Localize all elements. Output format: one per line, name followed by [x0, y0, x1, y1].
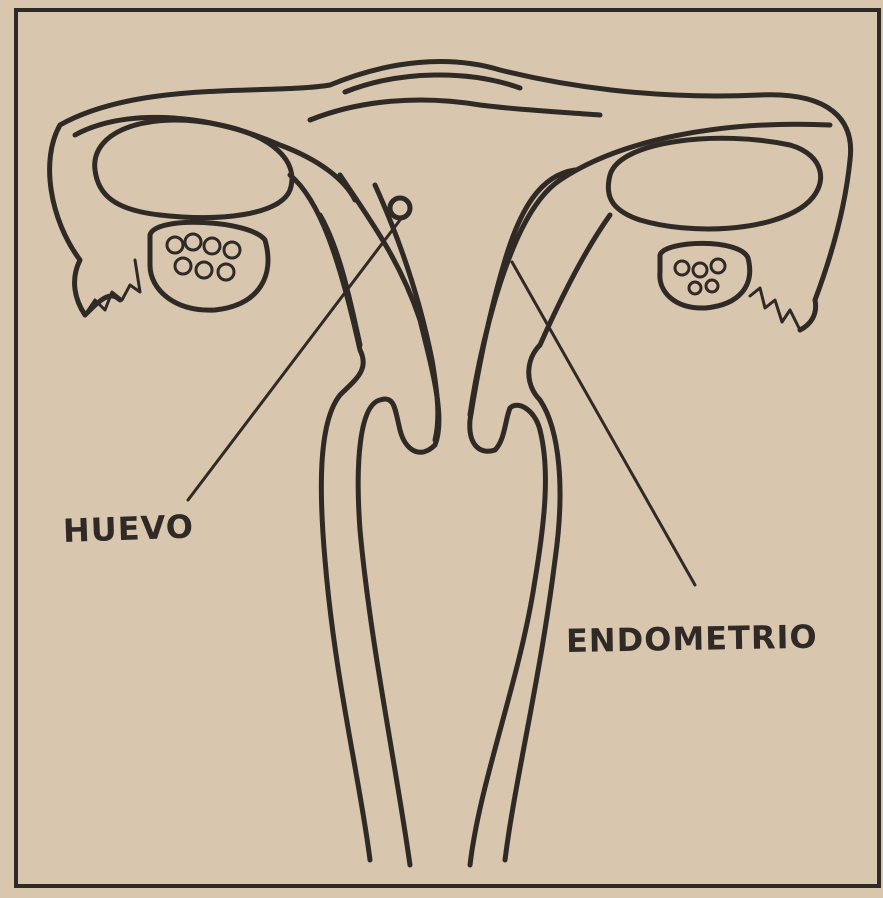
- endometrium-left-inner: [375, 185, 438, 440]
- label-endometrio: ENDOMETRIO: [566, 618, 818, 660]
- right-tube-channel: [560, 124, 830, 180]
- uterus-fundus-line: [345, 75, 520, 92]
- left-ovary-follicles: [167, 234, 240, 280]
- left-tube-outer: [50, 125, 120, 315]
- left-tube-loop: [95, 120, 292, 218]
- right-tube-loop: [608, 138, 820, 229]
- right-fimbriae: [750, 288, 800, 330]
- right-ovary-follicles: [675, 259, 725, 294]
- endometrium-right-inner: [470, 180, 560, 415]
- right-tube-outer: [800, 160, 850, 330]
- label-huevo: HUEVO: [62, 507, 194, 550]
- egg-circle: [390, 198, 410, 218]
- huevo-leader-line: [188, 220, 400, 500]
- left-ovary: [150, 222, 268, 310]
- uterus-right-wall: [505, 215, 610, 860]
- uterus-inner-top: [310, 100, 600, 120]
